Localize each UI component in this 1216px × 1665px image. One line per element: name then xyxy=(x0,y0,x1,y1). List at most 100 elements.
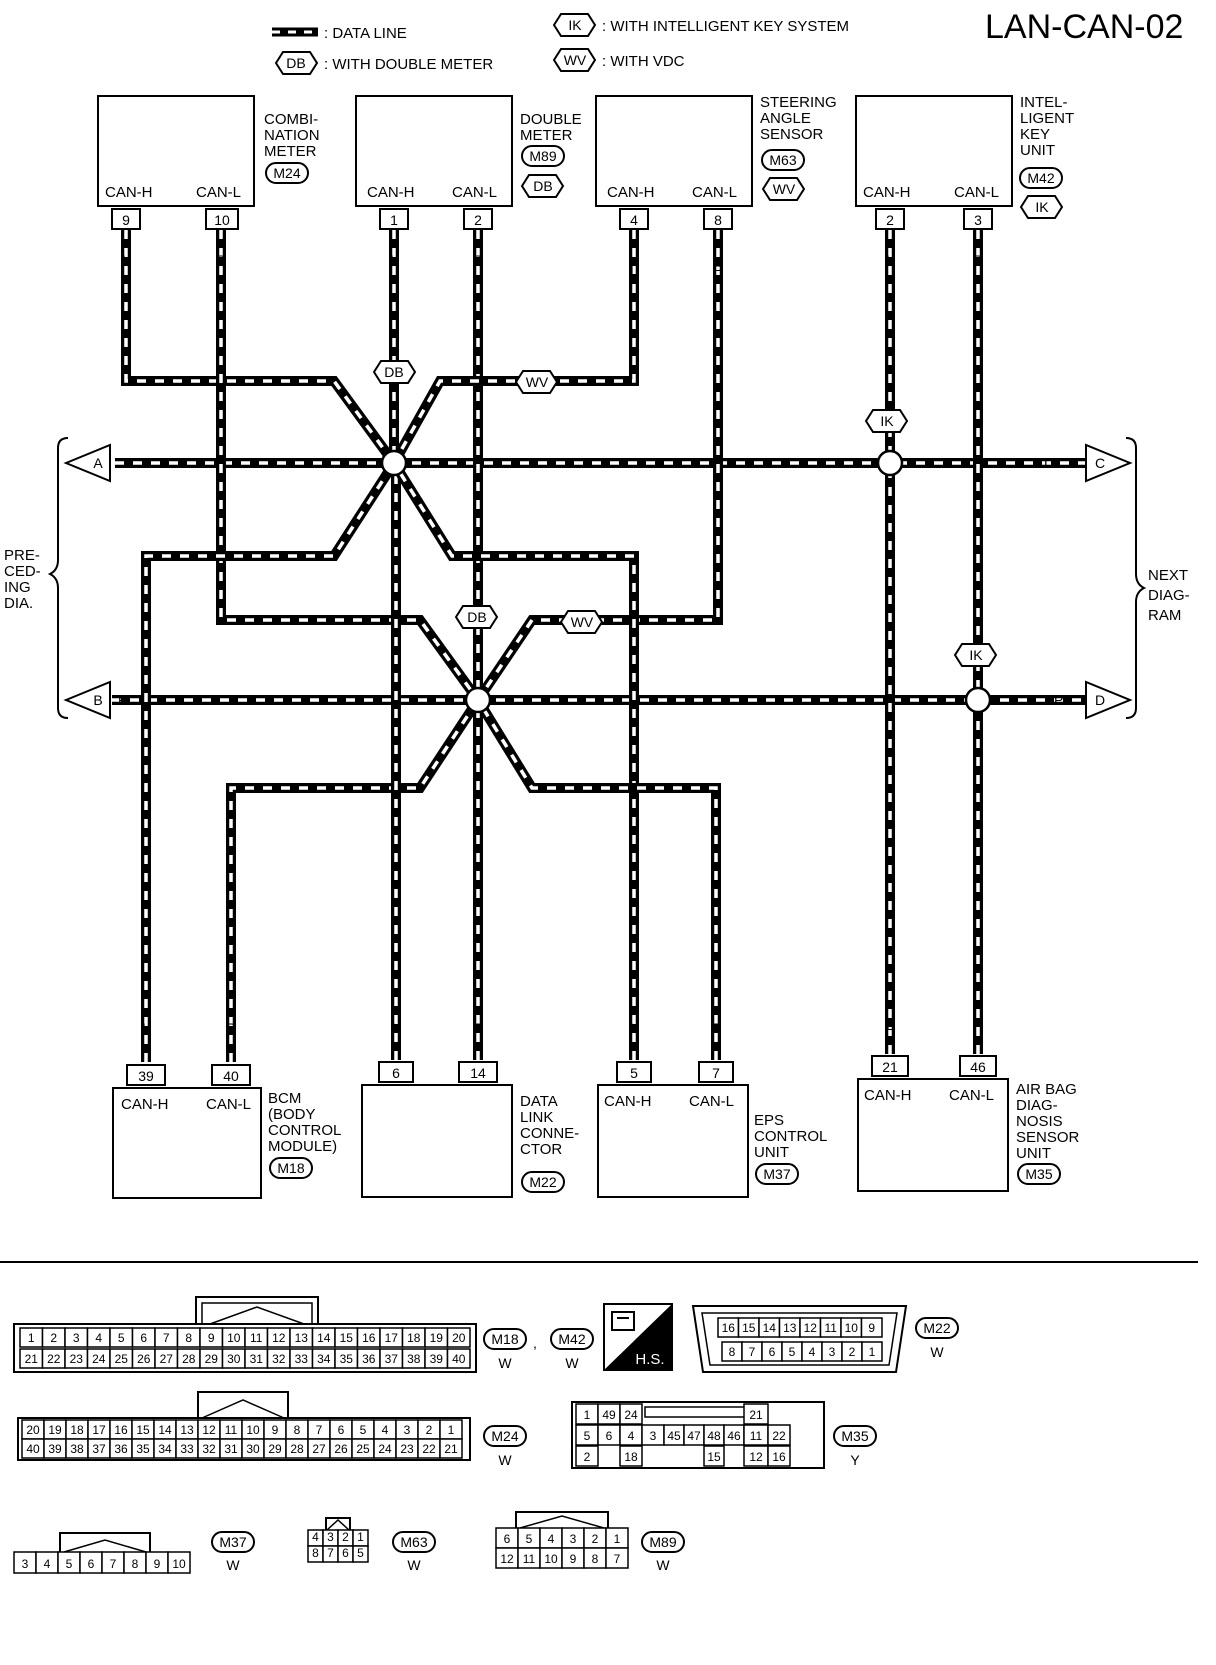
unit-name-4: SENSOR xyxy=(1016,1129,1080,1146)
m18-color: W xyxy=(498,1355,512,1371)
m89-color: W xyxy=(656,1557,670,1573)
unit-box xyxy=(595,95,753,207)
diagram-title: LAN-CAN-02 xyxy=(985,8,1183,46)
unit-name-4: MODULE) xyxy=(268,1138,337,1155)
terminal-number: 1 xyxy=(614,1532,621,1546)
terminal-number: 10 xyxy=(227,1331,241,1345)
terminal-number: 1 xyxy=(28,1331,35,1345)
terminal-number: 12 xyxy=(804,1321,818,1335)
m24-code: M24 xyxy=(491,1428,518,1444)
terminal-number: 27 xyxy=(312,1442,326,1456)
option-code: DB xyxy=(533,178,552,194)
terminal-number: 5 xyxy=(584,1429,591,1443)
unit-name-2: ANGLE xyxy=(760,110,811,127)
connector-oval xyxy=(761,149,805,171)
splice-can-h-right xyxy=(876,449,904,477)
pin-box xyxy=(126,1064,166,1086)
wire-bcm-can-h xyxy=(141,460,399,1062)
wire-color-a: L xyxy=(124,455,132,471)
terminal-number: 9 xyxy=(868,1321,875,1335)
terminal-number: 16 xyxy=(722,1321,736,1335)
terminal-number: 3 xyxy=(73,1331,80,1345)
m24-key xyxy=(201,1399,285,1419)
terminal-number: 12 xyxy=(202,1423,216,1437)
m22-color: W xyxy=(930,1344,944,1360)
option-ik-upper: IK xyxy=(880,413,894,429)
terminal-number: 39 xyxy=(430,1352,444,1366)
unit-box xyxy=(97,95,255,207)
pin-box xyxy=(616,1061,652,1083)
m18-oval xyxy=(483,1328,527,1350)
hs-label: H.S. xyxy=(635,1351,664,1368)
legend-wv-hex xyxy=(552,48,597,72)
terminal-number: 10 xyxy=(845,1321,859,1335)
option-markers: DB WV DB WV IK IK xyxy=(372,360,998,667)
terminal-number: 8 xyxy=(312,1546,319,1560)
terminal-cell xyxy=(605,1547,629,1569)
m22-frame xyxy=(691,1305,908,1373)
terminal-number: 45 xyxy=(667,1429,681,1443)
option-code: WV xyxy=(773,181,796,197)
unit-double-meter: CAN-H CAN-L 1 2 L P DOUBLE METER M89 DB xyxy=(355,95,582,268)
terminal-number: 7 xyxy=(327,1546,334,1560)
unit-name-4: CTOR xyxy=(520,1141,562,1158)
pin-box xyxy=(378,1061,414,1083)
wire-steering-can-l xyxy=(473,230,723,703)
wire-bcm-can-l xyxy=(226,697,483,1062)
hs-badge-fill xyxy=(604,1304,672,1370)
terminal-number: 25 xyxy=(115,1352,129,1366)
wire-color-h: L xyxy=(142,1020,150,1036)
pin-box xyxy=(111,208,141,230)
option-hex xyxy=(1019,195,1064,219)
pin-can-l: 2 xyxy=(474,212,482,228)
terminal-number: 22 xyxy=(422,1442,436,1456)
unit-box xyxy=(855,95,1013,207)
legend-db-code: DB xyxy=(286,55,305,71)
option-wv-upper: WV xyxy=(526,374,549,390)
terminal-number: 29 xyxy=(268,1442,282,1456)
m63-oval xyxy=(392,1531,436,1553)
terminal-number: 9 xyxy=(272,1423,279,1437)
unit-name-2: (BODY xyxy=(268,1106,316,1123)
terminal-number: 3 xyxy=(650,1429,657,1443)
pin-can-l: 8 xyxy=(714,212,722,228)
option-ik-lower: IK xyxy=(969,647,983,663)
terminal-number: 19 xyxy=(430,1331,444,1345)
terminal-number: 22 xyxy=(772,1429,786,1443)
m24-frame xyxy=(17,1417,471,1461)
terminal-number: 2 xyxy=(342,1530,349,1544)
terminal-cell xyxy=(352,1545,369,1563)
next-label-3: RAM xyxy=(1148,607,1181,624)
wire-bcm-can-l-dash xyxy=(229,699,480,1062)
wire-combination-meter-can-l-dash xyxy=(219,230,480,702)
terminal-number: 6 xyxy=(140,1331,147,1345)
m18-frame xyxy=(13,1323,477,1373)
terminal-number: 23 xyxy=(70,1352,84,1366)
can-h-label: CAN-H xyxy=(864,1087,912,1104)
pin-box xyxy=(963,208,993,230)
connector-code: M89 xyxy=(529,148,556,164)
terminal-number: 39 xyxy=(48,1442,62,1456)
terminal-number: 12 xyxy=(272,1331,286,1345)
next-label-1: NEXT xyxy=(1148,567,1188,584)
unit-name-3: METER xyxy=(264,143,317,160)
legend: : DATA LINE DB : WITH DOUBLE METER IK : … xyxy=(272,13,849,75)
connector-d: D xyxy=(1095,692,1105,708)
unit-name-3: CONNE- xyxy=(520,1125,579,1142)
m37-hood xyxy=(59,1532,151,1552)
wire-steering-can-h xyxy=(389,230,639,466)
m37-color: W xyxy=(226,1557,240,1573)
terminal-number: 14 xyxy=(317,1331,331,1345)
terminal-number: 33 xyxy=(295,1352,309,1366)
terminal-number: 11 xyxy=(825,1321,838,1335)
terminal-number: 15 xyxy=(742,1321,756,1335)
wire-color-h: L xyxy=(392,1020,400,1036)
terminal-number: 16 xyxy=(362,1331,376,1345)
terminal-number: 1 xyxy=(584,1408,591,1422)
terminal-number: 8 xyxy=(132,1557,139,1571)
m18-hood xyxy=(195,1296,319,1324)
connector-a-arrow xyxy=(63,443,111,483)
